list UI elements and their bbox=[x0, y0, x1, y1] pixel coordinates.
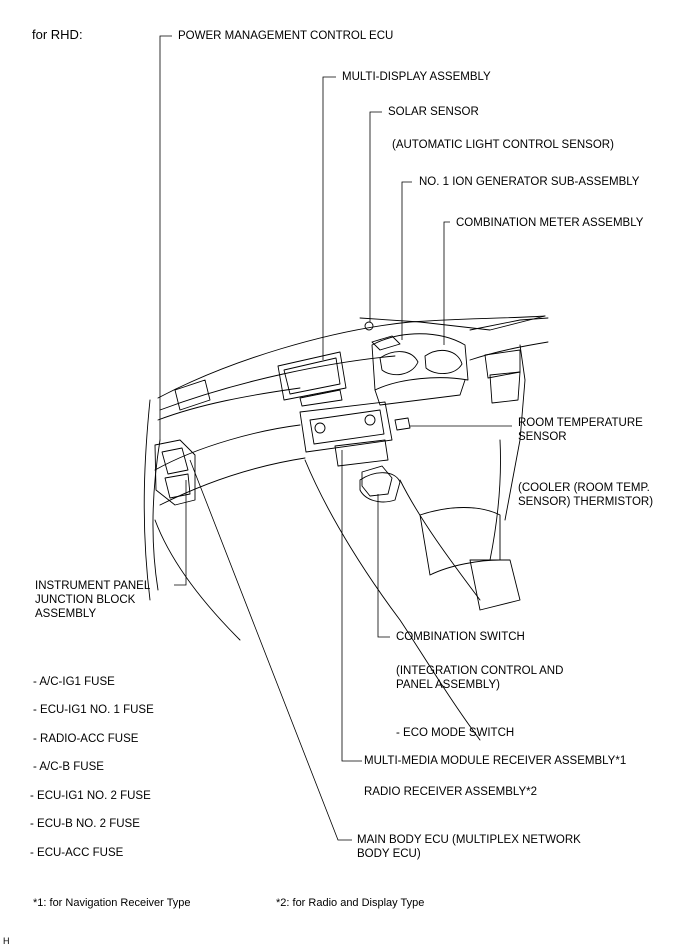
label-combination-meter: COMBINATION METER ASSEMBLY bbox=[456, 217, 644, 229]
meter-hood bbox=[371, 333, 469, 391]
footnote-2: *2: for Radio and Display Type bbox=[276, 897, 425, 909]
leader-multi-display bbox=[322, 76, 336, 360]
center-cluster-knob-l bbox=[314, 422, 326, 434]
junction-block-shape bbox=[154, 439, 196, 506]
left-vent bbox=[174, 379, 211, 411]
multi-display-body bbox=[277, 351, 347, 401]
leader-combination-switch bbox=[377, 494, 390, 638]
label-ipjb-2: JUNCTION BLOCK bbox=[35, 594, 136, 606]
label-radio-receiver: RADIO RECEIVER ASSEMBLY*2 bbox=[364, 786, 537, 798]
solar-sensor-shape bbox=[364, 321, 374, 331]
dash-right-edge bbox=[469, 341, 549, 361]
multi-display-screen bbox=[283, 357, 341, 395]
label-solar-sensor: SOLAR SENSOR bbox=[388, 106, 479, 118]
label-combination-switch-note-1: (INTEGRATION CONTROL AND bbox=[396, 665, 564, 677]
fuse-item: - ECU-B NO. 2 FUSE bbox=[30, 818, 140, 830]
leader-ipjb bbox=[174, 480, 187, 586]
console-right bbox=[399, 479, 481, 601]
right-door bbox=[489, 439, 501, 561]
fuse-item: - A/C-B FUSE bbox=[33, 761, 104, 773]
label-combination-switch-note-2: PANEL ASSEMBLY) bbox=[396, 679, 500, 691]
leader-ion-generator bbox=[401, 181, 412, 340]
leader-power-mgmt bbox=[159, 35, 172, 440]
label-ion-generator: NO. 1 ION GENERATOR SUB-ASSEMBLY bbox=[419, 176, 640, 188]
center-cluster-knob-r bbox=[364, 414, 376, 426]
fuse-item: - ECU-ACC FUSE bbox=[30, 847, 124, 859]
ion-generator bbox=[371, 335, 401, 351]
console-left bbox=[304, 459, 481, 741]
left-panel bbox=[143, 399, 151, 601]
leader-main-body bbox=[189, 459, 352, 841]
leader-multimedia bbox=[341, 450, 362, 762]
room-temp-sensor bbox=[394, 417, 411, 431]
label-multimedia-receiver: MULTI-MEDIA MODULE RECEIVER ASSEMBLY*1 bbox=[364, 755, 627, 767]
left-door-curve bbox=[154, 519, 241, 641]
right-vent-2 bbox=[489, 371, 521, 404]
label-room-temp-2: SENSOR bbox=[518, 431, 567, 443]
dash-face bbox=[157, 387, 301, 421]
label-ipjb-1: INSTRUMENT PANEL bbox=[35, 580, 151, 592]
armrest bbox=[419, 507, 501, 576]
corner-mark: H bbox=[3, 936, 10, 946]
label-power-management-ecu: POWER MANAGEMENT CONTROL ECU bbox=[178, 30, 394, 42]
fuse-item: - A/C-IG1 FUSE bbox=[33, 676, 115, 688]
junction-block-inner-2 bbox=[164, 473, 191, 499]
dash-lower-2 bbox=[159, 457, 306, 506]
dash-top-edge bbox=[157, 315, 546, 399]
right-pillar bbox=[504, 344, 526, 521]
label-ipjb-3: ASSEMBLY bbox=[35, 608, 97, 620]
label-main-body-ecu-1: MAIN BODY ECU (MULTIPLEX NETWORK bbox=[357, 834, 581, 846]
dash-upper-curve bbox=[159, 355, 396, 411]
dash-right-top bbox=[469, 317, 549, 331]
label-main-body-ecu-2: BODY ECU) bbox=[357, 848, 421, 860]
dash-lower bbox=[154, 424, 301, 471]
footnote-1: *1: for Navigation Receiver Type bbox=[33, 897, 191, 909]
left-panel-inner bbox=[152, 439, 161, 591]
label-room-temp-note-2: SENSOR) THERMISTOR) bbox=[518, 496, 654, 508]
leader-combination-meter bbox=[443, 221, 450, 345]
junction-block-inner bbox=[161, 447, 189, 475]
console-box bbox=[469, 559, 521, 611]
page-title: for RHD: bbox=[32, 27, 83, 42]
fuse-item: - ECU-IG1 NO. 2 FUSE bbox=[30, 790, 151, 802]
fuse-item: - ECU-IG1 NO. 1 FUSE bbox=[33, 704, 154, 716]
multi-display-mount bbox=[299, 389, 343, 407]
label-room-temp-note-1: (COOLER (ROOM TEMP. bbox=[518, 482, 650, 494]
label-room-temp-1: ROOM TEMPERATURE bbox=[518, 417, 643, 429]
label-combination-switch: COMBINATION SWITCH bbox=[396, 631, 525, 643]
center-lower-box bbox=[334, 439, 389, 467]
meter-face-2 bbox=[424, 349, 463, 374]
meter-face-1 bbox=[379, 351, 419, 376]
label-eco-mode-switch: - ECO MODE SWITCH bbox=[396, 727, 515, 739]
shifter-area bbox=[359, 472, 401, 503]
fuse-item: - RADIO-ACC FUSE bbox=[33, 733, 139, 745]
windshield-line bbox=[359, 315, 546, 331]
meter-bottom bbox=[374, 379, 466, 406]
combination-switch-shape bbox=[361, 465, 393, 497]
label-multi-display-assembly: MULTI-DISPLAY ASSEMBLY bbox=[342, 71, 491, 83]
center-cluster bbox=[299, 401, 393, 453]
center-cluster-inner bbox=[309, 409, 385, 445]
leader-solar-sensor bbox=[369, 111, 382, 322]
label-solar-sensor-note: (AUTOMATIC LIGHT CONTROL SENSOR) bbox=[392, 139, 614, 151]
